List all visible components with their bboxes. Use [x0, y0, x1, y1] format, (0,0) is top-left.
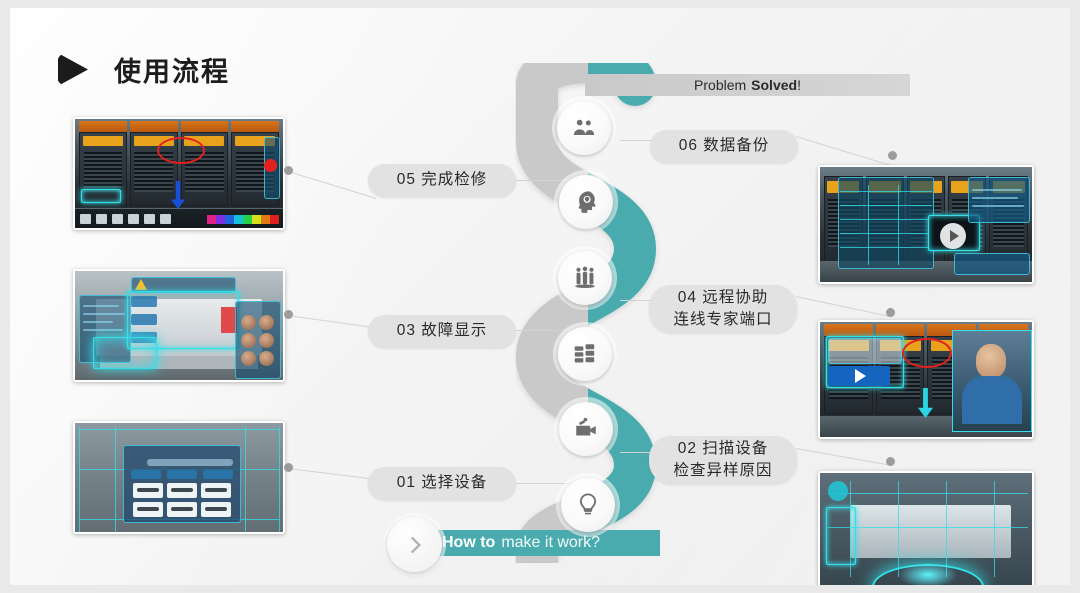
step-label-06-line1: 06 数据备份 [678, 137, 770, 155]
step-label-03-line1: 03 故障显示 [396, 322, 488, 340]
connector-line [515, 180, 575, 181]
step-label-02-line1: 02 扫描设备 [677, 439, 769, 457]
ar-note-panel [968, 177, 1030, 223]
step-label-01-line1: 01 选择设备 [396, 474, 488, 492]
connector-line [795, 136, 890, 166]
warning-icon [135, 279, 147, 290]
play-triangle-icon [58, 54, 88, 85]
rack-top-row [824, 324, 1028, 339]
banner-top-prefix: Problem [694, 77, 747, 93]
slide-canvas: 使用流程 Problem Solved! How to make it work? [10, 8, 1070, 585]
expert-face [976, 344, 1006, 378]
step-node-01[interactable] [561, 478, 615, 532]
connector-dot [284, 166, 293, 175]
device-grid[interactable] [133, 483, 231, 517]
step-label-05[interactable]: 05 完成检修 [368, 164, 516, 197]
play-video-button[interactable] [828, 366, 890, 386]
banner-top-bold: Solved [751, 77, 798, 93]
people-group-icon [575, 266, 595, 288]
step-node-02[interactable] [559, 402, 613, 456]
step-node-03[interactable] [558, 327, 612, 381]
connector-line [515, 483, 575, 484]
banner-top-suffix: ! [797, 77, 801, 93]
end-call-button[interactable] [264, 159, 277, 172]
thumb-data-backup[interactable] [818, 165, 1034, 284]
connector-line [620, 452, 670, 453]
connector-line [795, 448, 891, 466]
step-label-03[interactable]: 03 故障显示 [368, 315, 516, 348]
step-label-01[interactable]: 01 选择设备 [368, 467, 516, 500]
alert-red-block [221, 307, 237, 333]
connector-line [620, 300, 670, 301]
step-label-04-line2: 连线专家端口 [673, 311, 773, 328]
thumb-scan-device[interactable] [818, 471, 1034, 585]
connector-line [287, 171, 377, 199]
connector-line [515, 330, 575, 331]
step-label-04-line1: 04 远程协助 [677, 288, 769, 306]
color-palette[interactable] [207, 215, 279, 224]
annotation-red-circle [157, 137, 205, 164]
step-label-05-line1: 05 完成检修 [396, 171, 488, 189]
rack-top-row [79, 121, 279, 135]
connector-line [287, 468, 373, 480]
page-title-text: 使用流程 [114, 57, 230, 87]
ar-status-panel [954, 253, 1030, 275]
ar-left-frame [826, 507, 856, 565]
ar-button[interactable] [131, 314, 157, 325]
connector-line [620, 140, 660, 141]
ar-scan-overlay [820, 473, 1032, 585]
camera-scan-icon [576, 417, 596, 436]
connector-dot [284, 310, 293, 319]
connector-line [287, 315, 373, 328]
scan-corner-icon [828, 481, 848, 501]
table-grid-lines [820, 167, 1032, 282]
connector-dot [886, 457, 895, 466]
ar-button[interactable] [131, 296, 157, 307]
connector-line [795, 296, 891, 317]
connector-dot [886, 308, 895, 317]
start-arrow-button[interactable] [387, 517, 442, 572]
play-button[interactable] [940, 223, 966, 249]
expert-body [962, 376, 1022, 424]
machine-body [849, 505, 1011, 559]
banner-bottom-bold: How to [442, 534, 496, 551]
banner-problem-solved: Problem Solved! [585, 74, 910, 96]
connector-dot [284, 463, 293, 472]
process-flow-ribbon [515, 63, 657, 563]
thumb-select-device[interactable] [73, 421, 285, 534]
step-label-02[interactable]: 02 扫描设备 检查异样原因 [649, 436, 797, 484]
ar-device-hologram [93, 337, 157, 369]
scan-glow [898, 562, 958, 585]
ar-data-table [838, 177, 934, 269]
thumb-fault-display[interactable] [73, 269, 285, 382]
thumb-remote-assist[interactable] [818, 320, 1034, 439]
ar-tab[interactable] [203, 470, 233, 479]
chevron-right-icon [410, 536, 421, 553]
two-people-icon [573, 119, 595, 136]
step-label-04[interactable]: 04 远程协助 连线专家端口 [649, 285, 797, 333]
banner-bottom-rest: make it work? [501, 534, 601, 551]
step-label-06[interactable]: 06 数据备份 [650, 130, 798, 163]
page-title: 使用流程 [58, 50, 230, 89]
step-label-02-line2: 检查异样原因 [673, 462, 773, 479]
ar-info-panel [828, 338, 902, 364]
annotation-red-circle [902, 338, 952, 368]
banner-how-to: How to make it work? [420, 530, 660, 556]
ar-panel-frame [826, 336, 904, 388]
thumb-repair-complete[interactable] [73, 117, 285, 230]
head-idea-icon [578, 191, 596, 213]
ar-frame [81, 189, 121, 203]
machine-legs [99, 356, 259, 370]
ar-alert-banner [131, 277, 236, 293]
ar-tab[interactable] [131, 470, 161, 479]
connector-dot [888, 151, 897, 160]
step-node-06[interactable] [557, 101, 611, 155]
contact-avatars[interactable] [241, 315, 274, 366]
server-stack-icon [574, 344, 595, 363]
ar-tab[interactable] [167, 470, 197, 479]
step-node-05[interactable] [559, 175, 613, 229]
step-node-04[interactable] [558, 251, 612, 305]
lightbulb-icon [579, 493, 597, 515]
